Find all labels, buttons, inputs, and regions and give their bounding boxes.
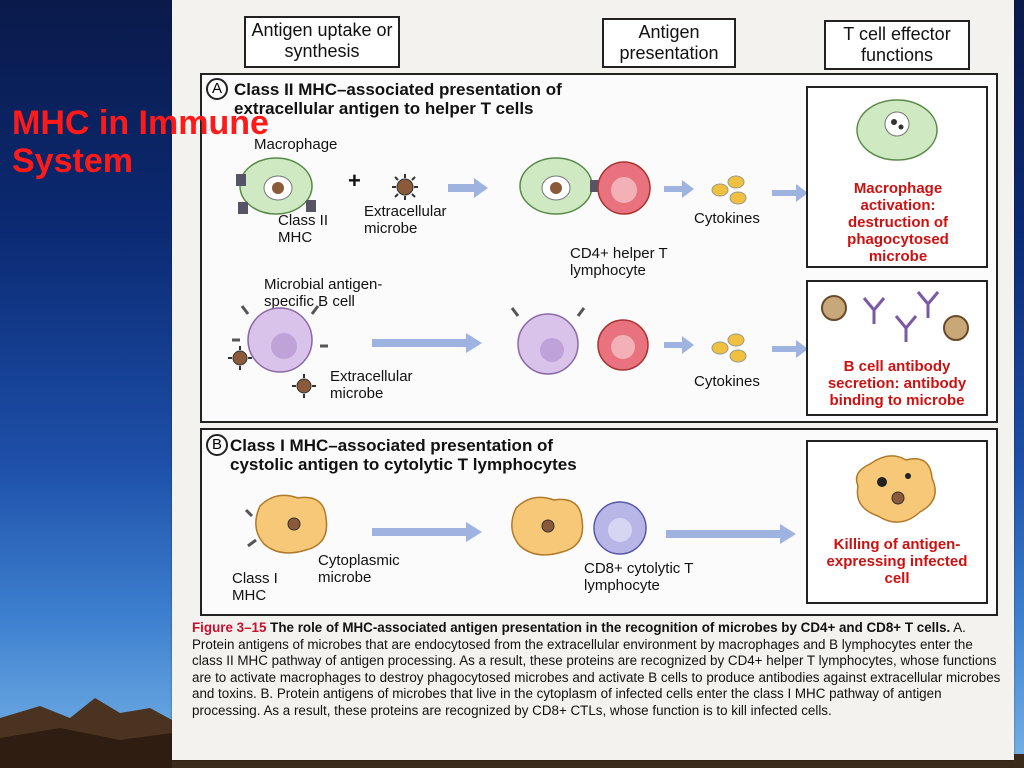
- effect-box-macrophage: [806, 86, 988, 268]
- panel-a-title: Class II MHC–associated presentation of …: [234, 80, 562, 118]
- macrophage-cell: [236, 157, 316, 215]
- arrow-row2-a: [372, 333, 482, 353]
- effect-macrophage-text: Macrophage activation: destruction of ph…: [847, 180, 949, 265]
- activated-macrophage-icon: [856, 99, 938, 161]
- arrow-row2-b: [664, 336, 694, 354]
- extracellular-microbe-label: Extracellular microbe: [364, 203, 447, 237]
- arrow-to-effect-row2: [772, 340, 808, 358]
- caption-title: The role of MHC-associated antigen prese…: [270, 620, 951, 635]
- cytokines-row1: [711, 175, 747, 205]
- cd8-cytolytic-t-cell: [593, 501, 647, 555]
- caption-body: A. Protein antigens of microbes that are…: [192, 620, 1001, 718]
- textbook-page: Antigen uptake or synthesis Antigen pres…: [172, 0, 1014, 760]
- class2-mhc-label: Class II MHC: [278, 212, 329, 246]
- caption-figure-label: Figure 3–15: [192, 620, 267, 635]
- slide-title: MHC in Immune System: [12, 104, 269, 180]
- arrow-panel-b-a: [372, 522, 482, 542]
- cd4-helper-t-cell-row2: [597, 319, 649, 371]
- figure-caption: Figure 3–15 The role of MHC-associated a…: [192, 620, 1002, 720]
- microbe-row2-b: [292, 374, 316, 398]
- cd8-ctl-label: CD8+ cytolytic T lymphocyte: [584, 560, 694, 594]
- cd4-helper-label: CD4+ helper T lymphocyte: [570, 245, 668, 279]
- infected-cell-presenting: [511, 496, 584, 556]
- microbe-row2-a: [228, 346, 252, 370]
- header-effector-functions: T cell effector functions: [824, 20, 970, 70]
- header-antigen-presentation: Antigen presentation: [602, 18, 736, 68]
- extracellular-microbe-label-row2: Extracellular microbe: [330, 368, 413, 402]
- arrow-row1-a: [448, 178, 488, 198]
- effect-killing-text: Killing of antigen-expressing infected c…: [826, 536, 968, 587]
- antibody-binding-icon: [821, 291, 969, 342]
- cytokines-label-row1: Cytokines: [694, 210, 760, 227]
- b-cell: [232, 305, 328, 373]
- panel-b-letter: B: [206, 434, 228, 456]
- arrow-to-effect-row1: [772, 184, 808, 202]
- infected-cell: [244, 494, 328, 554]
- cytokines-label-row2: Cytokines: [694, 373, 760, 390]
- panel-a-letter: A: [206, 78, 228, 100]
- cytoplasmic-microbe-label: Cytoplasmic microbe: [318, 552, 400, 586]
- arrow-panel-b-b: [666, 524, 796, 544]
- macrophage-label: Macrophage: [254, 136, 338, 153]
- header-antigen-uptake: Antigen uptake or synthesis: [244, 16, 400, 68]
- extracellular-microbe-icon: [392, 174, 418, 200]
- cytokines-row2: [711, 333, 747, 363]
- plus-sign: +: [348, 168, 361, 193]
- macrophage-presenting-cell: [519, 157, 600, 215]
- effect-bcell-text: B cell antibody secretion: antibody bind…: [827, 358, 967, 409]
- bcell-label: Microbial antigen-specific B cell: [264, 276, 383, 310]
- arrow-row1-b: [664, 180, 694, 198]
- cd4-helper-t-cell: [597, 161, 651, 215]
- panel-b-title: Class I MHC–associated presentation of c…: [230, 436, 577, 474]
- b-cell-presenting: [510, 307, 586, 375]
- killed-cell-icon: [855, 455, 936, 523]
- class1-mhc-label: Class I MHC: [232, 570, 278, 604]
